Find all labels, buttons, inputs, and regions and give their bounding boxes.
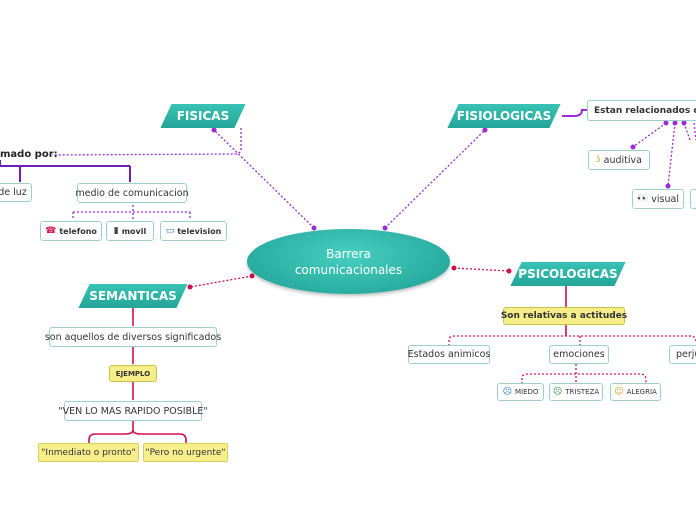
eyes-icon: 👀 bbox=[637, 194, 649, 204]
emotion-alegria-label: ALEGRIA bbox=[626, 388, 657, 396]
laughing-face-icon: ☺ bbox=[614, 387, 624, 397]
fisiologicas-item-auditiva[interactable]: ʖ auditiva bbox=[588, 150, 650, 170]
topic-fisiologicas[interactable]: FISIOLOGICAS bbox=[453, 104, 555, 128]
fisiologicas-item-visual-label: visual bbox=[651, 193, 679, 205]
fisicas-subtopic-label: mado por: bbox=[0, 148, 58, 160]
fisicas-item-medio[interactable]: medio de comunicacion bbox=[75, 183, 189, 203]
psicologicas-subtopic[interactable]: Son relativas a actitudes bbox=[500, 307, 628, 325]
fisiologicas-item-auditiva-label: auditiva bbox=[603, 154, 642, 166]
topic-psicologicas[interactable]: PSICOLOGICAS bbox=[516, 262, 620, 286]
mobile-phone-icon: ▮ bbox=[113, 226, 119, 236]
psicologicas-item-perju-label: perju bbox=[676, 349, 696, 360]
leaf-movil[interactable]: ▮ movil bbox=[106, 221, 154, 241]
leaf-television-label: television bbox=[177, 226, 222, 236]
fisicas-item-luz[interactable]: de luz bbox=[0, 183, 32, 202]
semanticas-option-2[interactable]: "Pero no urgente" bbox=[143, 443, 228, 462]
link-central-fisiologicas bbox=[384, 129, 486, 229]
psicologicas-item-estados-label: Estados animicos bbox=[407, 349, 491, 360]
leaf-movil-label: movil bbox=[121, 226, 147, 236]
psicologicas-item-perju[interactable]: perju bbox=[669, 345, 696, 364]
emotion-alegria[interactable]: ☺ ALEGRIA bbox=[610, 383, 661, 401]
semanticas-ejemplo-label: EJEMPLO bbox=[115, 369, 151, 378]
telephone-icon: ☎ bbox=[45, 226, 57, 236]
topic-psicologicas-label: PSICOLOGICAS bbox=[518, 267, 618, 281]
link-central-fisicas bbox=[213, 129, 315, 229]
semanticas-phrase[interactable]: "VEN LO MAS RAPIDO POSIBLE" bbox=[58, 401, 208, 421]
leaf-telefono[interactable]: ☎ telefono bbox=[40, 221, 102, 241]
topic-semanticas-label: SEMANTICAS bbox=[89, 289, 177, 303]
leaf-telefono-label: telefono bbox=[59, 226, 97, 236]
fisiologicas-subtopic-label: Estan relacionados co bbox=[594, 105, 696, 116]
fisiologicas-item-visual[interactable]: 👀 visual bbox=[632, 189, 684, 209]
fisiologicas-subtopic[interactable]: Estan relacionados co bbox=[587, 100, 696, 121]
semanticas-phrase-label: "VEN LO MAS RAPIDO POSIBLE" bbox=[58, 405, 208, 417]
fearful-face-icon: ☹ bbox=[502, 387, 512, 397]
semanticas-option-1[interactable]: "Inmediato o pronto" bbox=[38, 443, 139, 462]
fisicas-item-medio-label: medio de comunicacion bbox=[75, 187, 189, 199]
central-title-line2: comunicacionales bbox=[294, 262, 403, 277]
ear-icon: ʖ bbox=[596, 155, 601, 165]
link-central-semanticas bbox=[189, 275, 253, 288]
semanticas-option-2-label: "Pero no urgente" bbox=[145, 447, 226, 458]
crying-face-icon: ☹ bbox=[552, 387, 563, 397]
link-central-psicologicas bbox=[453, 267, 510, 272]
emotion-tristeza-label: TRISTEZA bbox=[565, 388, 600, 396]
fisicas-subtopic[interactable]: mado por: bbox=[0, 144, 58, 164]
fisicas-item-luz-label: de luz bbox=[0, 187, 27, 198]
psicologicas-item-emociones[interactable]: emociones bbox=[549, 345, 609, 364]
psicologicas-subtopic-label: Son relativas a actitudes bbox=[500, 311, 628, 321]
semanticas-definition[interactable]: son aquellos de diversos significados bbox=[45, 327, 221, 347]
link-fisicas-sub bbox=[51, 128, 242, 156]
topic-fisicas-label: FISICAS bbox=[176, 109, 230, 123]
leaf-television[interactable]: ▭ television bbox=[160, 221, 227, 241]
semanticas-option-1-label: "Inmediato o pronto" bbox=[41, 447, 136, 458]
topic-fisicas[interactable]: FISICAS bbox=[166, 104, 240, 128]
semanticas-ejemplo[interactable]: EJEMPLO bbox=[109, 365, 157, 382]
semanticas-definition-label: son aquellos de diversos significados bbox=[44, 331, 222, 343]
fisiologicas-item-partial[interactable] bbox=[690, 189, 696, 209]
television-icon: ▭ bbox=[165, 226, 175, 236]
emotion-tristeza[interactable]: ☹ TRISTEZA bbox=[549, 383, 603, 401]
emotion-miedo-label: MIEDO bbox=[514, 388, 539, 396]
emotion-miedo[interactable]: ☹ MIEDO bbox=[497, 383, 544, 401]
central-topic[interactable]: Barrera comunicacionales bbox=[247, 229, 450, 294]
topic-fisiologicas-label: FISIOLOGICAS bbox=[456, 109, 552, 123]
psicologicas-item-emociones-label: emociones bbox=[553, 349, 605, 360]
topic-semanticas[interactable]: SEMANTICAS bbox=[84, 284, 182, 308]
central-title-line1: Barrera bbox=[326, 246, 371, 261]
psicologicas-item-estados[interactable]: Estados animicos bbox=[408, 345, 490, 364]
